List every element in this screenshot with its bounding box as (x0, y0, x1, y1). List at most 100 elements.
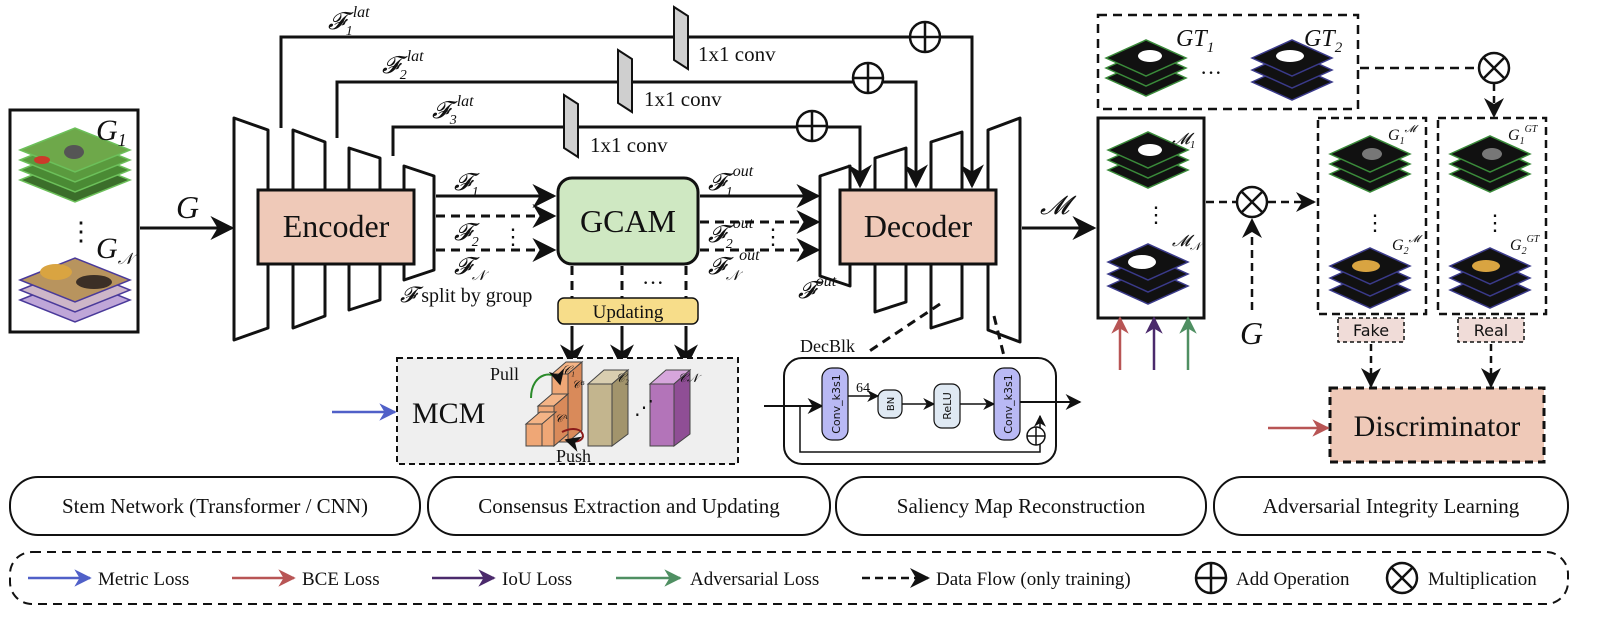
fake-tag (1337, 317, 1405, 343)
stage-adversarial-label: Adversarial Integrity Learning (1263, 494, 1520, 518)
input-g-last: G𝒩 (96, 232, 138, 268)
decblk-title: DecBlk (800, 336, 855, 356)
legend: Metric Loss BCE Loss IoU Loss Adversaria… (9, 551, 1569, 605)
conv-label-1: 1x1 conv (698, 42, 776, 66)
real-stack-top (1448, 135, 1532, 193)
decblk-relu-label: ReLU (941, 392, 954, 420)
gcam-label: GCAM (580, 203, 676, 239)
real-stack-bottom (1448, 247, 1532, 309)
decblk-conv-2 (993, 367, 1021, 441)
split-note: 𝓕 split by group (400, 282, 532, 307)
pull-arrow (530, 368, 565, 399)
m-label: 𝓜 (1040, 191, 1077, 220)
lateral-add-operations (795, 20, 942, 143)
gt-2-label: GT2 (1304, 26, 1343, 56)
stage-stem (9, 476, 421, 536)
legend-bce-label: BCE Loss (302, 569, 380, 590)
multiplication-icon (1385, 561, 1419, 595)
decblk-conv-1 (821, 367, 849, 441)
stage-consensus (427, 476, 831, 536)
fake-tag-label: Fake (1353, 321, 1389, 340)
input-image-stack-last (17, 257, 133, 323)
stage-stem-label: Stem Network (Transformer / CNN) (62, 494, 368, 518)
legend-add-label: Add Operation (1236, 569, 1350, 590)
fake-top-label: G1𝓜 (1388, 124, 1420, 147)
stage-labels: Stem Network (Transformer / CNN) Consens… (9, 476, 1569, 536)
gt-multiplication (1477, 51, 1511, 85)
prediction-map-first (1106, 131, 1190, 189)
encoder-label: Encoder (283, 208, 390, 244)
real-dots: ⋮ (1484, 210, 1506, 235)
maps-multiplication (1235, 185, 1269, 219)
gcam-to-updating (570, 266, 688, 298)
feature-in-n: 𝓕𝒩 (454, 254, 490, 284)
f-out-label: 𝓕out (798, 273, 837, 304)
real-tag-label: Real (1474, 321, 1509, 340)
gcam-dots: ··· (642, 270, 664, 295)
discriminator-block (1328, 386, 1546, 464)
map-mn: 𝓜𝒩 (1172, 233, 1204, 253)
decblk-add-icon (1026, 426, 1046, 446)
prediction-map-last (1106, 243, 1190, 305)
g-bottom-label: G (1240, 315, 1263, 351)
input-dots: ⋮ (68, 217, 94, 246)
encoder-layer-1 (232, 116, 270, 342)
pull-label: Pull (490, 364, 519, 384)
feature-out-dots: ⋮ (762, 224, 784, 249)
feature-out-n: 𝓕𝒩out (708, 247, 760, 284)
lateral-label-2: 𝓕2lat (382, 48, 424, 83)
legend-iou-label: IoU Loss (502, 569, 572, 590)
gt-stack-2 (1250, 39, 1334, 101)
input-g-first: G1 (96, 114, 127, 150)
mcm-cn: 𝒞𝒩 (678, 371, 702, 385)
conv-slab-1 (673, 5, 689, 71)
fake-bottom-label: G2𝓜 (1392, 234, 1424, 257)
decblk-relu (933, 383, 961, 429)
real-top-label: G1GT (1508, 124, 1539, 147)
gt-dots: ··· (1200, 60, 1222, 85)
stage-saliency (835, 476, 1207, 536)
lateral-label-3: 𝓕3lat (432, 93, 474, 128)
feature-in-dots: ⋮ (502, 224, 524, 249)
fake-stack-bottom (1328, 247, 1412, 309)
stage-adversarial (1213, 476, 1569, 536)
stage-consensus-label: Consensus Extraction and Updating (478, 494, 780, 518)
mcm-c1: 𝒞₁ (562, 363, 575, 377)
legend-box (9, 551, 1569, 605)
legend-flow-label: Data Flow (only training) (936, 569, 1131, 590)
decblk-connectors (867, 302, 1006, 357)
stage-saliency-label: Saliency Map Reconstruction (897, 494, 1146, 518)
conv-slab-2 (617, 48, 633, 114)
memory-cubes (524, 360, 692, 448)
mcm-cube-dots: ⋰ (634, 397, 654, 419)
fake-stack-top (1328, 135, 1412, 193)
gt-1-label: GT1 (1176, 26, 1214, 56)
feature-in-2: 𝓕2 (454, 220, 480, 250)
encoder-block (256, 188, 416, 266)
conv-label-2: 1x1 conv (644, 87, 722, 111)
input-image-stack-first (17, 127, 133, 203)
gcam-block (556, 176, 700, 266)
features-out-arrows (700, 184, 821, 262)
discriminator-label: Discriminator (1354, 410, 1521, 443)
decoder-block (838, 188, 998, 266)
decblk-conv-1-label: Conv_k3s1 (830, 374, 843, 434)
real-tag (1457, 317, 1525, 343)
conv-label-3: 1x1 conv (590, 133, 668, 157)
map-m1: 𝓜1 (1172, 131, 1195, 151)
updating-label: Updating (593, 302, 664, 323)
input-g-label: G (176, 189, 199, 225)
push-arrow (561, 427, 584, 452)
decblk-block (783, 357, 1057, 465)
input-group: G1 ⋮ G𝒩 (8, 108, 140, 334)
mcm-ca: 𝒞ᴬ (555, 413, 568, 425)
add-operation-icon (1194, 561, 1228, 595)
real-bottom-label: G2GT (1510, 234, 1541, 257)
conv-1x1-slabs (563, 5, 689, 159)
lateral-label-1: 𝓕1lat (328, 4, 370, 39)
decblk-bn-label: BN (886, 397, 897, 411)
legend-metric-label: Metric Loss (98, 569, 189, 590)
features-in-arrows (436, 184, 557, 262)
conv-slab-3 (563, 93, 579, 159)
